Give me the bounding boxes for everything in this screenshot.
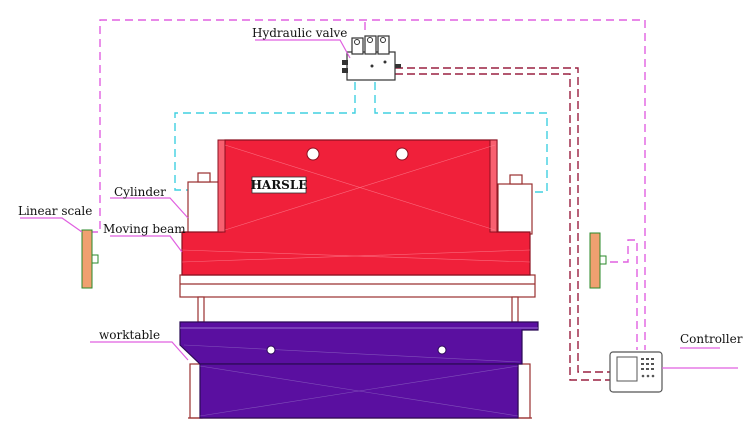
moving-beam-label: Moving beam	[103, 222, 186, 236]
left-cylinder	[187, 172, 221, 235]
cylinder-label: Cylinder	[114, 185, 166, 199]
worktable-label: worktable	[99, 328, 160, 342]
machine-frame	[179, 274, 536, 419]
controller-wiring	[395, 67, 610, 381]
left-linear-scale	[81, 229, 99, 289]
callout-lines	[20, 39, 738, 369]
hydraulic-lines	[174, 82, 548, 193]
moving-beam	[181, 139, 531, 276]
right-linear-scale	[589, 232, 607, 289]
hydraulic-valve-label: Hydraulic valve	[252, 26, 347, 40]
worktable	[179, 321, 539, 419]
hydraulic-valve	[342, 35, 401, 81]
controller	[609, 351, 663, 393]
brand-label: HARSLE	[251, 178, 308, 192]
controller-label: Controller	[680, 332, 743, 346]
linear-scale-label: Linear scale	[18, 204, 92, 218]
right-cylinder	[497, 174, 533, 235]
signal-wiring	[90, 19, 646, 350]
brand-plate: HARSLE	[251, 176, 308, 194]
